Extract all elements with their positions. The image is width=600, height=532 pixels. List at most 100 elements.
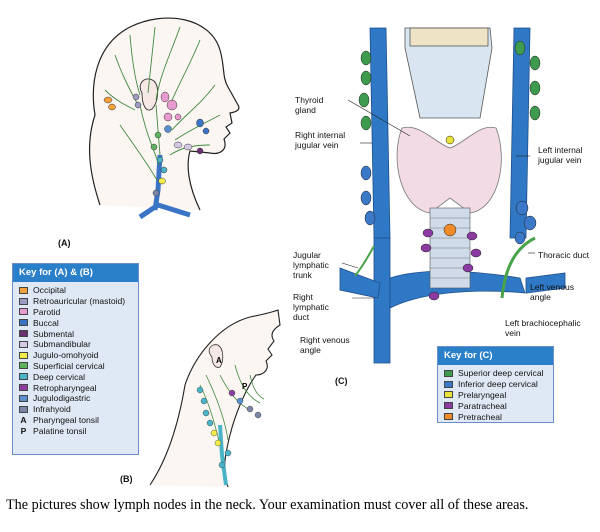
key-color-swatch	[19, 362, 28, 370]
label-left-brachiocephalic-vein: Left brachiocephalic vein	[505, 318, 581, 338]
key-a-b-item: A Pharyngeal tonsil	[13, 415, 138, 426]
key-item-label: Paratracheal	[458, 400, 507, 411]
key-item-label: Prelaryngeal	[458, 389, 507, 400]
key-color-swatch	[19, 340, 28, 348]
key-a-b-item: P Palatine tonsil	[13, 425, 138, 436]
jugular-lymphatic-trunk	[354, 245, 375, 277]
key-color-swatch	[19, 286, 28, 294]
larynx	[404, 27, 493, 119]
pharyngeal-tonsil-marker: A	[216, 356, 222, 365]
key-c-item: Superior deep cervical	[438, 368, 553, 379]
label-right-internal-jugular-vein: Right internal jugular vein	[295, 130, 346, 150]
lymph-node-cluster-a	[103, 91, 210, 197]
key-color-swatch	[19, 351, 28, 359]
left-internal-jugular-vein	[509, 27, 531, 239]
key-a-b-item: Occipital	[13, 285, 138, 296]
key-item-label: Submandibular	[33, 339, 91, 350]
ear	[139, 78, 159, 111]
trachea	[429, 207, 471, 289]
label-jugular-lymphatic-trunk: Jugular lymphatic trunk	[293, 250, 329, 280]
key-c-title: Key for (C)	[438, 347, 553, 365]
jugular-vein	[138, 154, 191, 220]
label-right-lymphatic-duct: Right lymphatic duct	[293, 292, 329, 322]
key-color-swatch	[19, 384, 28, 392]
key-a-b-title: Key for (A) & (B)	[13, 264, 138, 282]
key-color-swatch	[19, 308, 28, 316]
label-thyroid-gland: Thyroid gland	[295, 95, 324, 115]
deep-cervical-chain	[218, 424, 228, 486]
key-item-label: Jugulo-omohyoid	[33, 350, 99, 361]
key-a-b-item: Buccal	[13, 317, 138, 328]
key-item-label: Superior deep cervical	[458, 368, 544, 379]
key-item-label: Buccal	[33, 317, 59, 328]
key-color-swatch	[19, 394, 28, 402]
key-color-swatch	[19, 330, 28, 338]
key-c-item: Inferior deep cervical	[438, 379, 553, 390]
key-a-b-item: Submandibular	[13, 339, 138, 350]
thoracic-duct	[500, 236, 536, 299]
panel-c-illustration	[339, 27, 566, 364]
lymph-node-cluster-c	[358, 40, 541, 301]
key-letter-marker: A	[20, 414, 27, 425]
palatine-tonsil-marker: P	[242, 382, 248, 391]
key-a-b-item: Jugulodigastric	[13, 393, 138, 404]
key-a-b-item: Infrahyoid	[13, 404, 138, 415]
key-color-swatch	[444, 391, 453, 399]
key-item-label: Inferior deep cervical	[458, 379, 538, 390]
key-a-b-item: Retropharyngeal	[13, 382, 138, 393]
label-left-internal-jugular-vein: Left internal jugular vein	[538, 145, 583, 165]
key-color-swatch	[444, 369, 453, 377]
key-item-label: Palatine tonsil	[33, 425, 87, 436]
key-color-swatch	[444, 413, 453, 421]
panel-b-illustration: A P	[149, 309, 281, 488]
figure-caption: The pictures show lymph nodes in the nec…	[6, 497, 529, 513]
reclining-head-outline	[149, 309, 281, 488]
key-item-label: Submental	[33, 328, 75, 339]
key-color-swatch	[19, 319, 28, 327]
key-item-label: Pharyngeal tonsil	[33, 414, 99, 425]
key-color-swatch	[19, 405, 28, 413]
key-item-label: Infrahyoid	[33, 404, 71, 415]
key-color-swatch	[444, 380, 453, 388]
key-a-b-item: Submental	[13, 328, 138, 339]
key-a-b-item: Parotid	[13, 307, 138, 318]
right-internal-jugular-vein	[369, 27, 391, 239]
key-color-swatch	[444, 402, 453, 410]
key-c-item: Pretracheal	[438, 411, 553, 422]
key-a-b-item: Retroauricular (mastoid)	[13, 296, 138, 307]
leader-lines	[341, 99, 535, 299]
key-letter-marker: P	[20, 425, 27, 436]
key-item-label: Jugulodigastric	[33, 393, 91, 404]
key-color-swatch	[19, 297, 28, 305]
key-item-label: Deep cervical	[33, 371, 86, 382]
label-thoracic-duct: Thoracic duct	[538, 250, 590, 260]
key-c-item: Prelaryngeal	[438, 390, 553, 401]
key-item-label: Occipital	[33, 285, 66, 296]
key-a-b-item: Superficial cervical	[13, 361, 138, 372]
key-item-label: Retropharyngeal	[33, 382, 97, 393]
veins	[339, 27, 566, 364]
key-item-label: Retroauricular (mastoid)	[33, 296, 126, 307]
panel-c-label: (C)	[335, 376, 348, 386]
ear-b	[208, 344, 224, 368]
panel-a-label: (A)	[58, 238, 71, 248]
key-item-label: Pretracheal	[458, 411, 502, 422]
panel-a-illustration	[88, 17, 240, 220]
label-left-venous-angle: Left venous angle	[530, 282, 574, 302]
lymph-node-cluster-b	[196, 386, 262, 469]
label-right-venous-angle: Right venous angle	[300, 335, 350, 355]
key-a-b-item: Jugulo-omohyoid	[13, 350, 138, 361]
key-a-b-item: Deep cervical	[13, 371, 138, 382]
key-c-item: Paratracheal	[438, 400, 553, 411]
left-brachiocephalic-vein	[389, 270, 526, 309]
hyoid	[409, 27, 489, 47]
thyroid-gland	[396, 126, 502, 214]
key-color-swatch	[19, 373, 28, 381]
panel-b-label: (B)	[120, 474, 133, 484]
key-item-label: Superficial cervical	[33, 360, 105, 371]
head-outline	[88, 17, 240, 211]
